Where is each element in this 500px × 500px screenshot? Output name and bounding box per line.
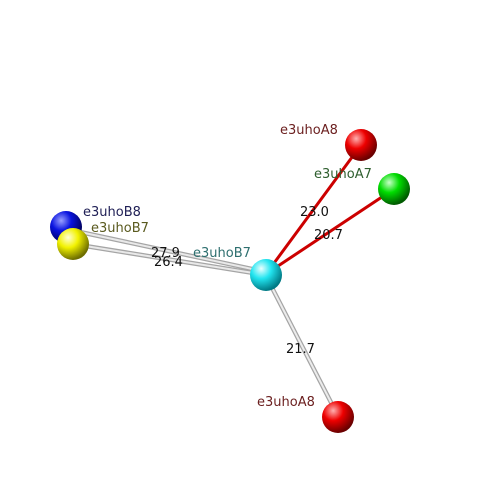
node-center-sphere <box>250 259 282 291</box>
bond-center-a8-bottom <box>263 273 341 419</box>
node-a7-label: e3uhoA7 <box>314 167 372 182</box>
node-center-label: e3uhoB7 <box>193 246 251 261</box>
bond-center-a7 <box>264 187 396 276</box>
node-a8-top-sphere <box>345 129 377 161</box>
distance-label-b7-left: 26.4 <box>154 255 183 270</box>
node-a8-bottom-label: e3uhoA8 <box>257 395 315 410</box>
node-b7-left-sphere <box>57 228 89 260</box>
node-b8-label: e3uhoB8 <box>83 205 141 220</box>
bond-center-b7-left <box>70 241 269 278</box>
node-a7-sphere <box>378 173 410 205</box>
node-a8-top-label: e3uhoA8 <box>280 123 338 138</box>
node-a8-bottom-sphere <box>322 401 354 433</box>
distance-label-b8: 27.9 <box>151 246 180 261</box>
bond-center-a8-top <box>264 143 363 276</box>
distance-label-a7: 20.7 <box>314 228 343 243</box>
bond-center-b8 <box>63 226 269 275</box>
node-b7-left-label: e3uhoB7 <box>91 221 149 236</box>
distance-label-a8-bottom: 21.7 <box>286 342 315 357</box>
distance-label-a8-top: 23.0 <box>300 205 329 220</box>
